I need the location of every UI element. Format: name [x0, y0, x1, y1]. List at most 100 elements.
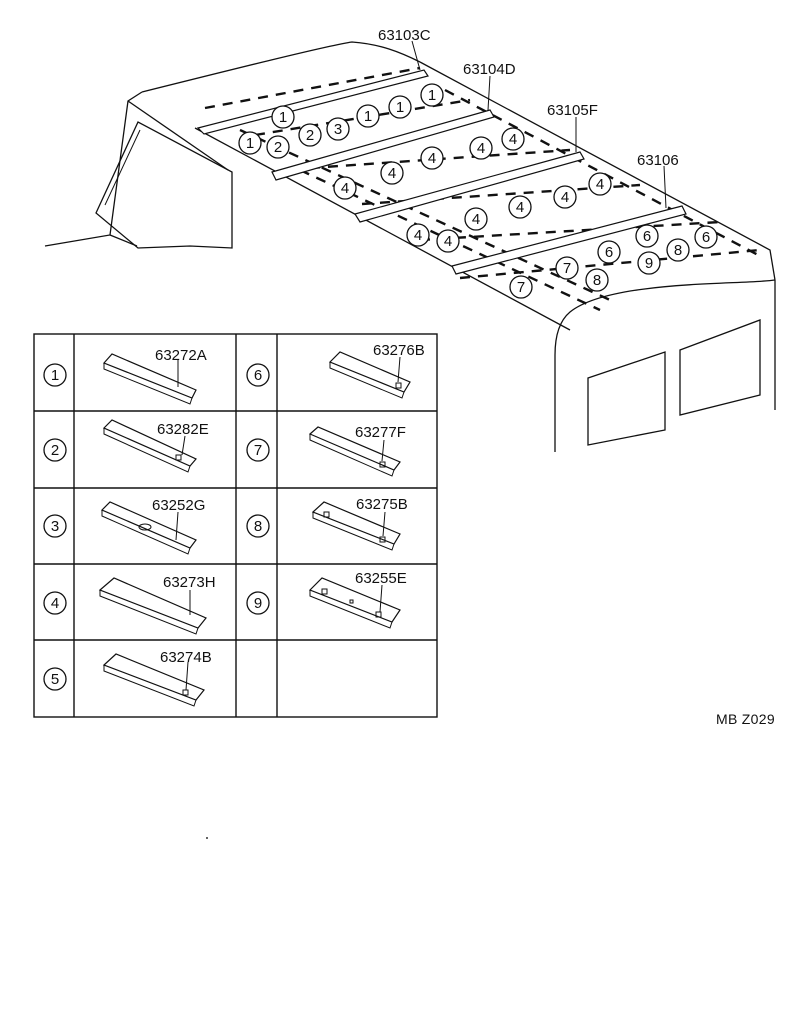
legend-number-7: 7	[246, 438, 270, 462]
part-drawing-63273H	[98, 577, 207, 635]
svg-text:8: 8	[593, 272, 601, 289]
callout-circle: 2	[266, 135, 290, 159]
legend-number-8: 8	[246, 514, 270, 538]
part-label-63282E: 63282E	[157, 421, 209, 438]
callout-circle: 1	[420, 83, 444, 107]
svg-text:3: 3	[334, 121, 342, 138]
svg-text:5: 5	[51, 671, 59, 688]
svg-text:8: 8	[674, 242, 682, 259]
bow-label-63106: 63106	[637, 152, 679, 169]
svg-text:9: 9	[254, 595, 262, 612]
callout-circle: 4	[588, 172, 612, 196]
part-drawing-63276B	[328, 351, 411, 399]
svg-text:9: 9	[645, 255, 653, 272]
callout-circle: 8	[666, 238, 690, 262]
roof-bows	[196, 69, 687, 275]
callout-circle: 1	[238, 131, 262, 155]
svg-text:1: 1	[246, 135, 254, 152]
callout-circle: 4	[464, 207, 488, 231]
svg-text:4: 4	[341, 180, 349, 197]
part-label-63255E: 63255E	[355, 570, 407, 587]
svg-text:4: 4	[561, 189, 569, 206]
callout-circle: 4	[420, 146, 444, 170]
callout-circle: 2	[298, 123, 322, 147]
svg-text:7: 7	[254, 442, 262, 459]
legend-number-2: 2	[43, 438, 67, 462]
callout-circle: 3	[326, 117, 350, 141]
stray-mark	[206, 837, 208, 839]
legend-number-3: 3	[43, 514, 67, 538]
part-drawing-63252G	[100, 501, 197, 555]
callout-circle: 4	[333, 176, 357, 200]
callout-circle: 9	[637, 251, 661, 275]
part-drawing-63255E	[308, 577, 401, 629]
svg-text:1: 1	[279, 109, 287, 126]
part-label-63272A: 63272A	[155, 347, 207, 364]
svg-text:4: 4	[516, 199, 524, 216]
part-label-63277F: 63277F	[355, 424, 406, 441]
bow-label-63104D: 63104D	[463, 61, 516, 78]
svg-text:3: 3	[51, 518, 59, 535]
svg-text:4: 4	[509, 131, 517, 148]
callout-circle: 4	[469, 136, 493, 160]
svg-text:8: 8	[254, 518, 262, 535]
part-drawing-63275B	[311, 501, 401, 551]
svg-text:4: 4	[51, 595, 59, 612]
part-label-63274B: 63274B	[160, 649, 212, 666]
legend-parts: 63272A 63282E 63252G 63273H	[98, 342, 425, 707]
legend-numbers: 1 2 3 4 5 6 7 8 9	[43, 363, 270, 691]
part-label-63276B: 63276B	[373, 342, 425, 359]
legend-table	[33, 333, 438, 718]
callout-circle: 1	[388, 95, 412, 119]
bow-leaders	[411, 40, 667, 209]
callout-circle: 6	[635, 224, 659, 248]
callout-circle: 8	[585, 268, 609, 292]
part-label-63252G: 63252G	[152, 497, 205, 514]
legend-number-5: 5	[43, 667, 67, 691]
callout-circle: 6	[694, 225, 718, 249]
svg-text:2: 2	[306, 127, 314, 144]
callout-circle: 1	[271, 105, 295, 129]
part-drawing-63274B	[102, 653, 205, 707]
callout-circle: 4	[380, 161, 404, 185]
part-drawing-63272A	[102, 353, 197, 405]
part-drawing-63282E	[102, 419, 197, 473]
part-label-63273H: 63273H	[163, 574, 216, 591]
svg-text:4: 4	[477, 140, 485, 157]
legend-number-1: 1	[43, 363, 67, 387]
svg-text:2: 2	[274, 139, 282, 156]
bow-label-63105F: 63105F	[547, 102, 598, 119]
svg-text:2: 2	[51, 442, 59, 459]
svg-text:4: 4	[444, 233, 452, 250]
svg-text:1: 1	[396, 99, 404, 116]
callout-circle: 6	[597, 240, 621, 264]
callout-circle: 4	[406, 223, 430, 247]
svg-text:6: 6	[643, 228, 651, 245]
part-drawing-63277F	[308, 426, 401, 477]
callout-circle: 7	[509, 275, 533, 299]
svg-text:4: 4	[414, 227, 422, 244]
diagram-code: MB Z029	[716, 711, 775, 727]
callout-circle: 1	[356, 104, 380, 128]
callout-circle: 4	[501, 127, 525, 151]
svg-text:7: 7	[517, 279, 525, 296]
callout-circle: 7	[555, 256, 579, 280]
svg-text:4: 4	[388, 165, 396, 182]
svg-text:1: 1	[51, 367, 59, 384]
svg-text:1: 1	[428, 87, 436, 104]
part-label-63275B: 63275B	[356, 496, 408, 513]
bow-label-63103C: 63103C	[378, 27, 431, 44]
svg-text:6: 6	[605, 244, 613, 261]
svg-text:6: 6	[254, 367, 262, 384]
svg-text:4: 4	[596, 176, 604, 193]
callout-circle: 4	[436, 229, 460, 253]
legend-number-9: 9	[246, 591, 270, 615]
callout-circle: 4	[553, 185, 577, 209]
legend-number-4: 4	[43, 591, 67, 615]
callout-circle: 4	[508, 195, 532, 219]
svg-text:4: 4	[428, 150, 436, 167]
svg-text:1: 1	[364, 108, 372, 125]
diagram-callouts: 1 1 1 1 1 2 2 3 4 4 4 4 4 4 4 4 4 4 4 6 …	[238, 83, 718, 299]
svg-text:6: 6	[702, 229, 710, 246]
